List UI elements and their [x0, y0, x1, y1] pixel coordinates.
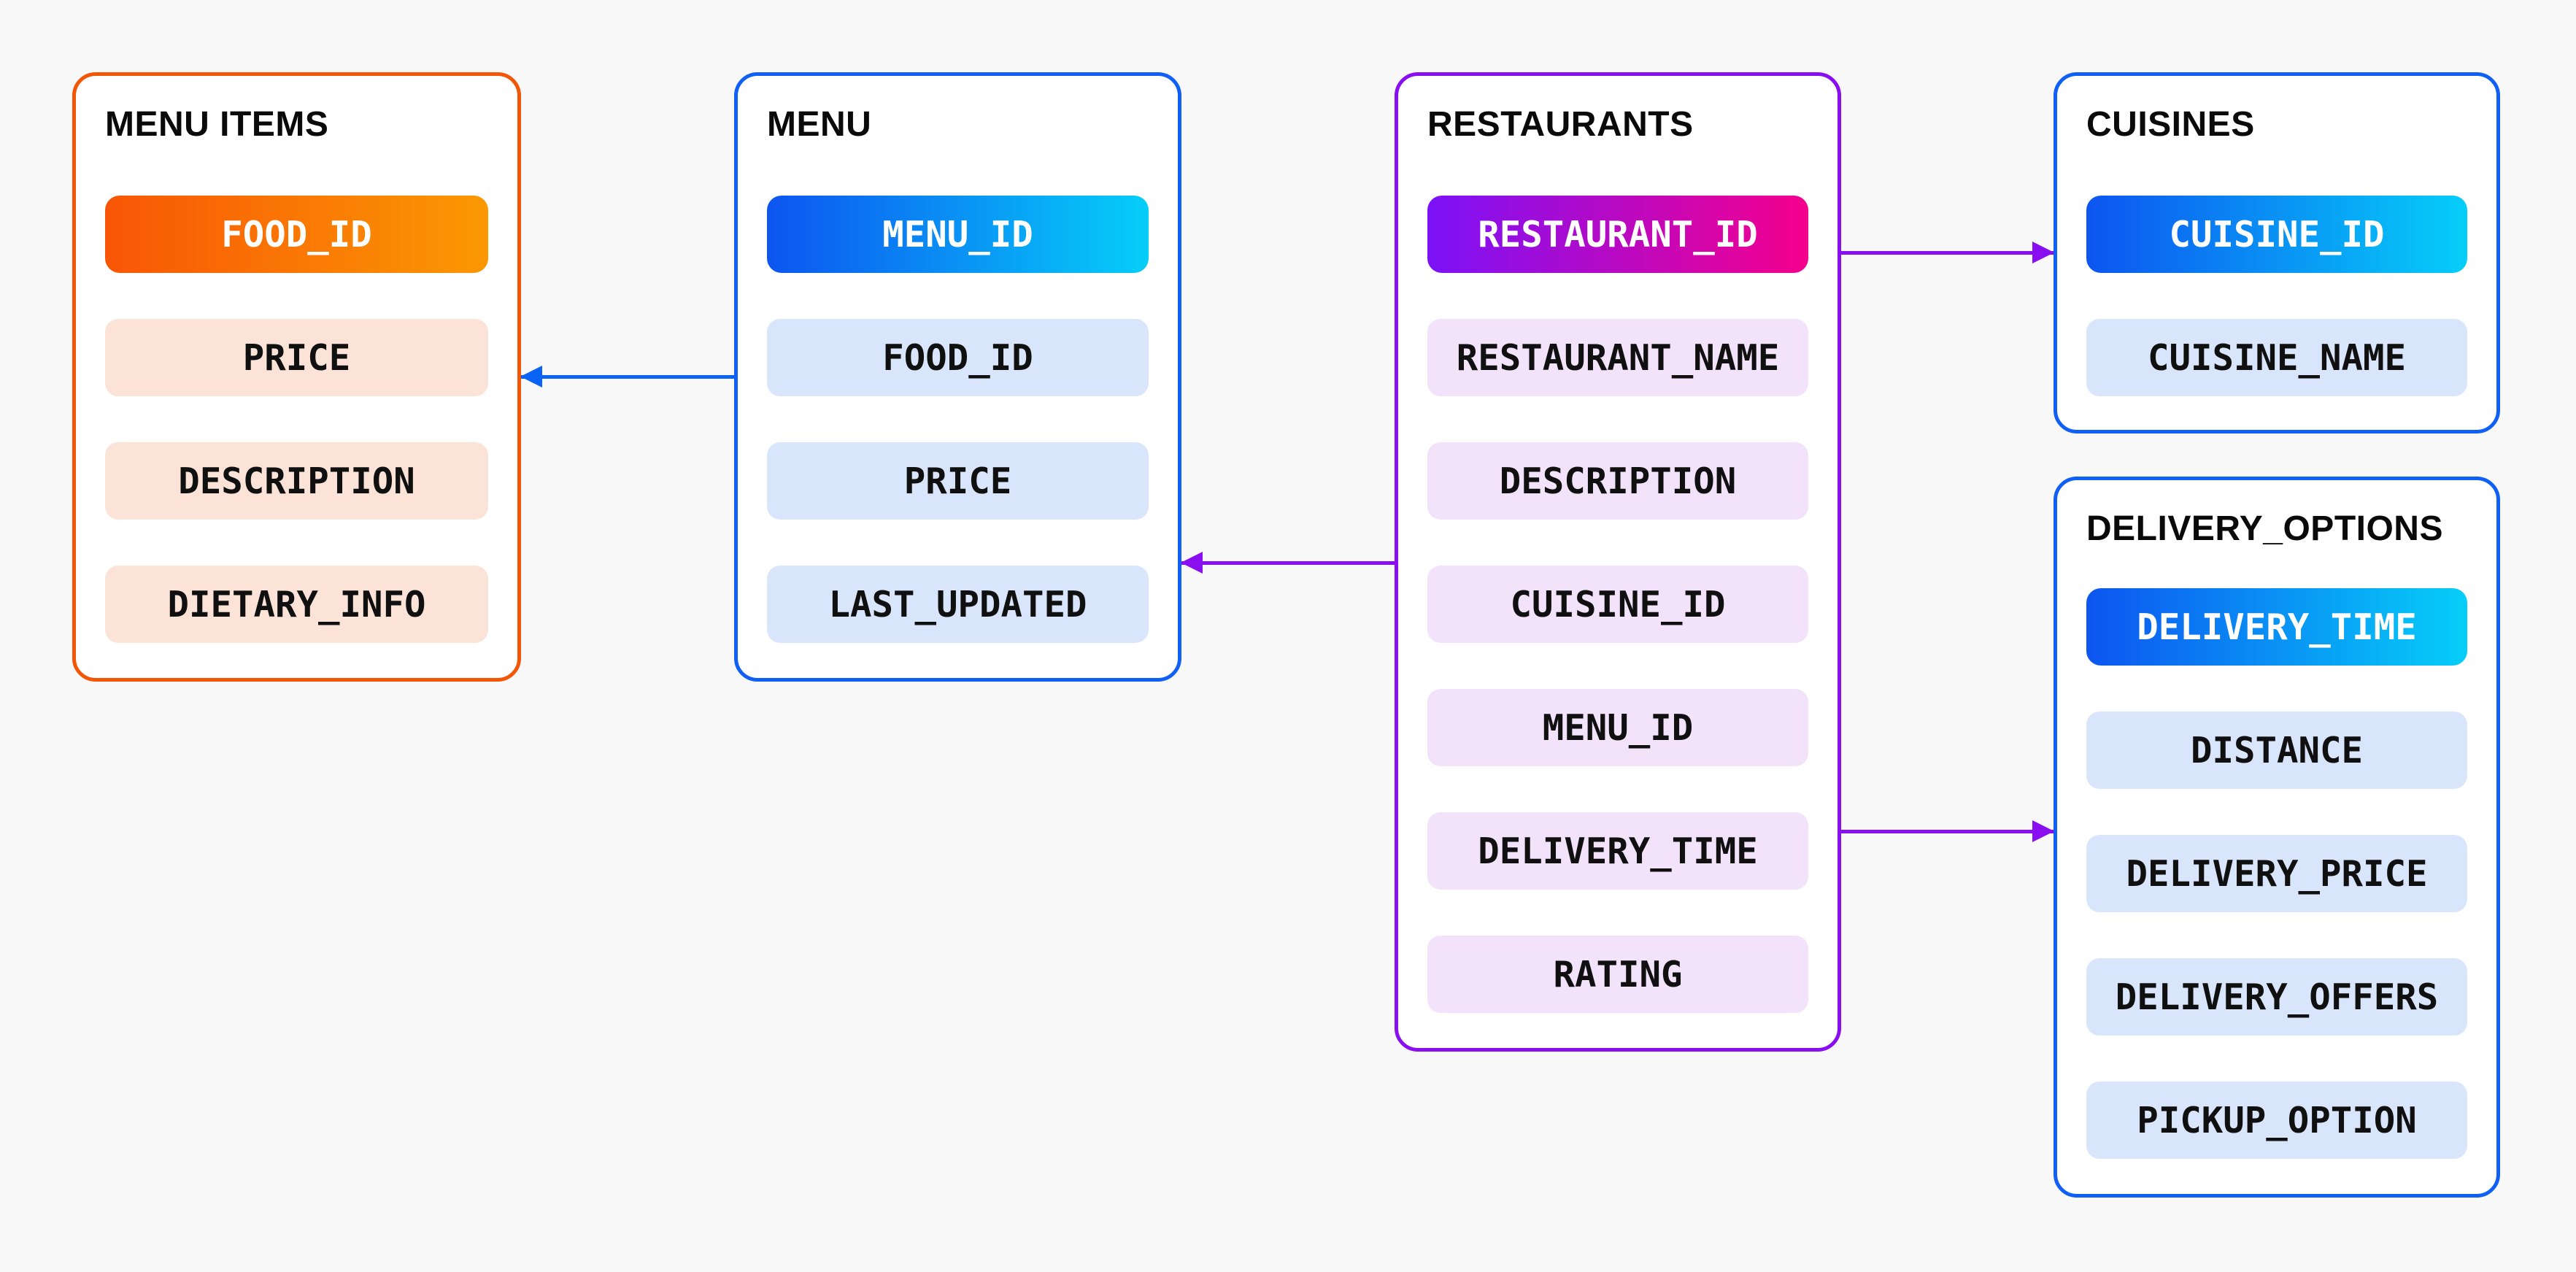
table-title: RESTAURANTS	[1427, 105, 1694, 144]
field-row: RESTAURANT_NAME	[1427, 319, 1808, 396]
field-row-primary-key: CUISINE_ID	[2086, 196, 2467, 273]
arrowhead-right-icon	[2032, 820, 2054, 842]
field-row: PRICE	[105, 319, 488, 396]
field-row: CUISINE_ID	[1427, 566, 1808, 643]
field-list: RESTAURANT_ID RESTAURANT_NAME DESCRIPTIO…	[1427, 196, 1808, 1013]
table-title: MENU	[767, 105, 872, 144]
arrowhead-left-icon	[1181, 552, 1203, 574]
field-row: LAST_UPDATED	[767, 566, 1149, 643]
field-row: RATING	[1427, 936, 1808, 1013]
field-row-primary-key: DELIVERY_TIME	[2086, 588, 2467, 666]
table-card-menu: MENU MENU_ID FOOD_ID PRICE LAST_UPDATED	[734, 72, 1181, 682]
field-row: CUISINE_NAME	[2086, 319, 2467, 396]
field-row: DELIVERY_PRICE	[2086, 835, 2467, 912]
field-row: FOOD_ID	[767, 319, 1149, 396]
field-list: MENU_ID FOOD_ID PRICE LAST_UPDATED	[767, 196, 1149, 643]
field-row: DELIVERY_TIME	[1427, 812, 1808, 890]
field-row: DISTANCE	[2086, 712, 2467, 789]
field-row: DELIVERY_OFFERS	[2086, 958, 2467, 1036]
field-list: DELIVERY_TIME DISTANCE DELIVERY_PRICE DE…	[2086, 588, 2467, 1159]
table-title: MENU ITEMS	[105, 105, 329, 144]
field-row: DESCRIPTION	[105, 442, 488, 520]
relation-arrow-restaurants-to-delivery-options	[1841, 820, 2054, 842]
arrowhead-right-icon	[2032, 242, 2054, 263]
field-row: PRICE	[767, 442, 1149, 520]
table-title: DELIVERY_OPTIONS	[2086, 509, 2443, 548]
arrowhead-left-icon	[520, 366, 542, 388]
relation-arrow-restaurants-to-menu	[1181, 552, 1395, 574]
field-row-primary-key: RESTAURANT_ID	[1427, 196, 1808, 273]
field-row: MENU_ID	[1427, 689, 1808, 766]
table-title: CUISINES	[2086, 105, 2255, 144]
relation-arrow-restaurants-to-cuisines	[1841, 242, 2054, 263]
field-row-primary-key: FOOD_ID	[105, 196, 488, 273]
table-card-menu-items: MENU ITEMS FOOD_ID PRICE DESCRIPTION DIE…	[72, 72, 521, 682]
field-row-primary-key: MENU_ID	[767, 196, 1149, 273]
relation-arrow-menu-to-menu-items	[520, 366, 734, 388]
field-list: FOOD_ID PRICE DESCRIPTION DIETARY_INFO	[105, 196, 488, 643]
field-list: CUISINE_ID CUISINE_NAME	[2086, 196, 2467, 396]
field-row: DESCRIPTION	[1427, 442, 1808, 520]
table-card-restaurants: RESTAURANTS RESTAURANT_ID RESTAURANT_NAM…	[1395, 72, 1841, 1052]
field-row: DIETARY_INFO	[105, 566, 488, 643]
table-card-cuisines: CUISINES CUISINE_ID CUISINE_NAME	[2054, 72, 2500, 433]
field-row: PICKUP_OPTION	[2086, 1082, 2467, 1159]
table-card-delivery-options: DELIVERY_OPTIONS DELIVERY_TIME DISTANCE …	[2054, 477, 2500, 1198]
